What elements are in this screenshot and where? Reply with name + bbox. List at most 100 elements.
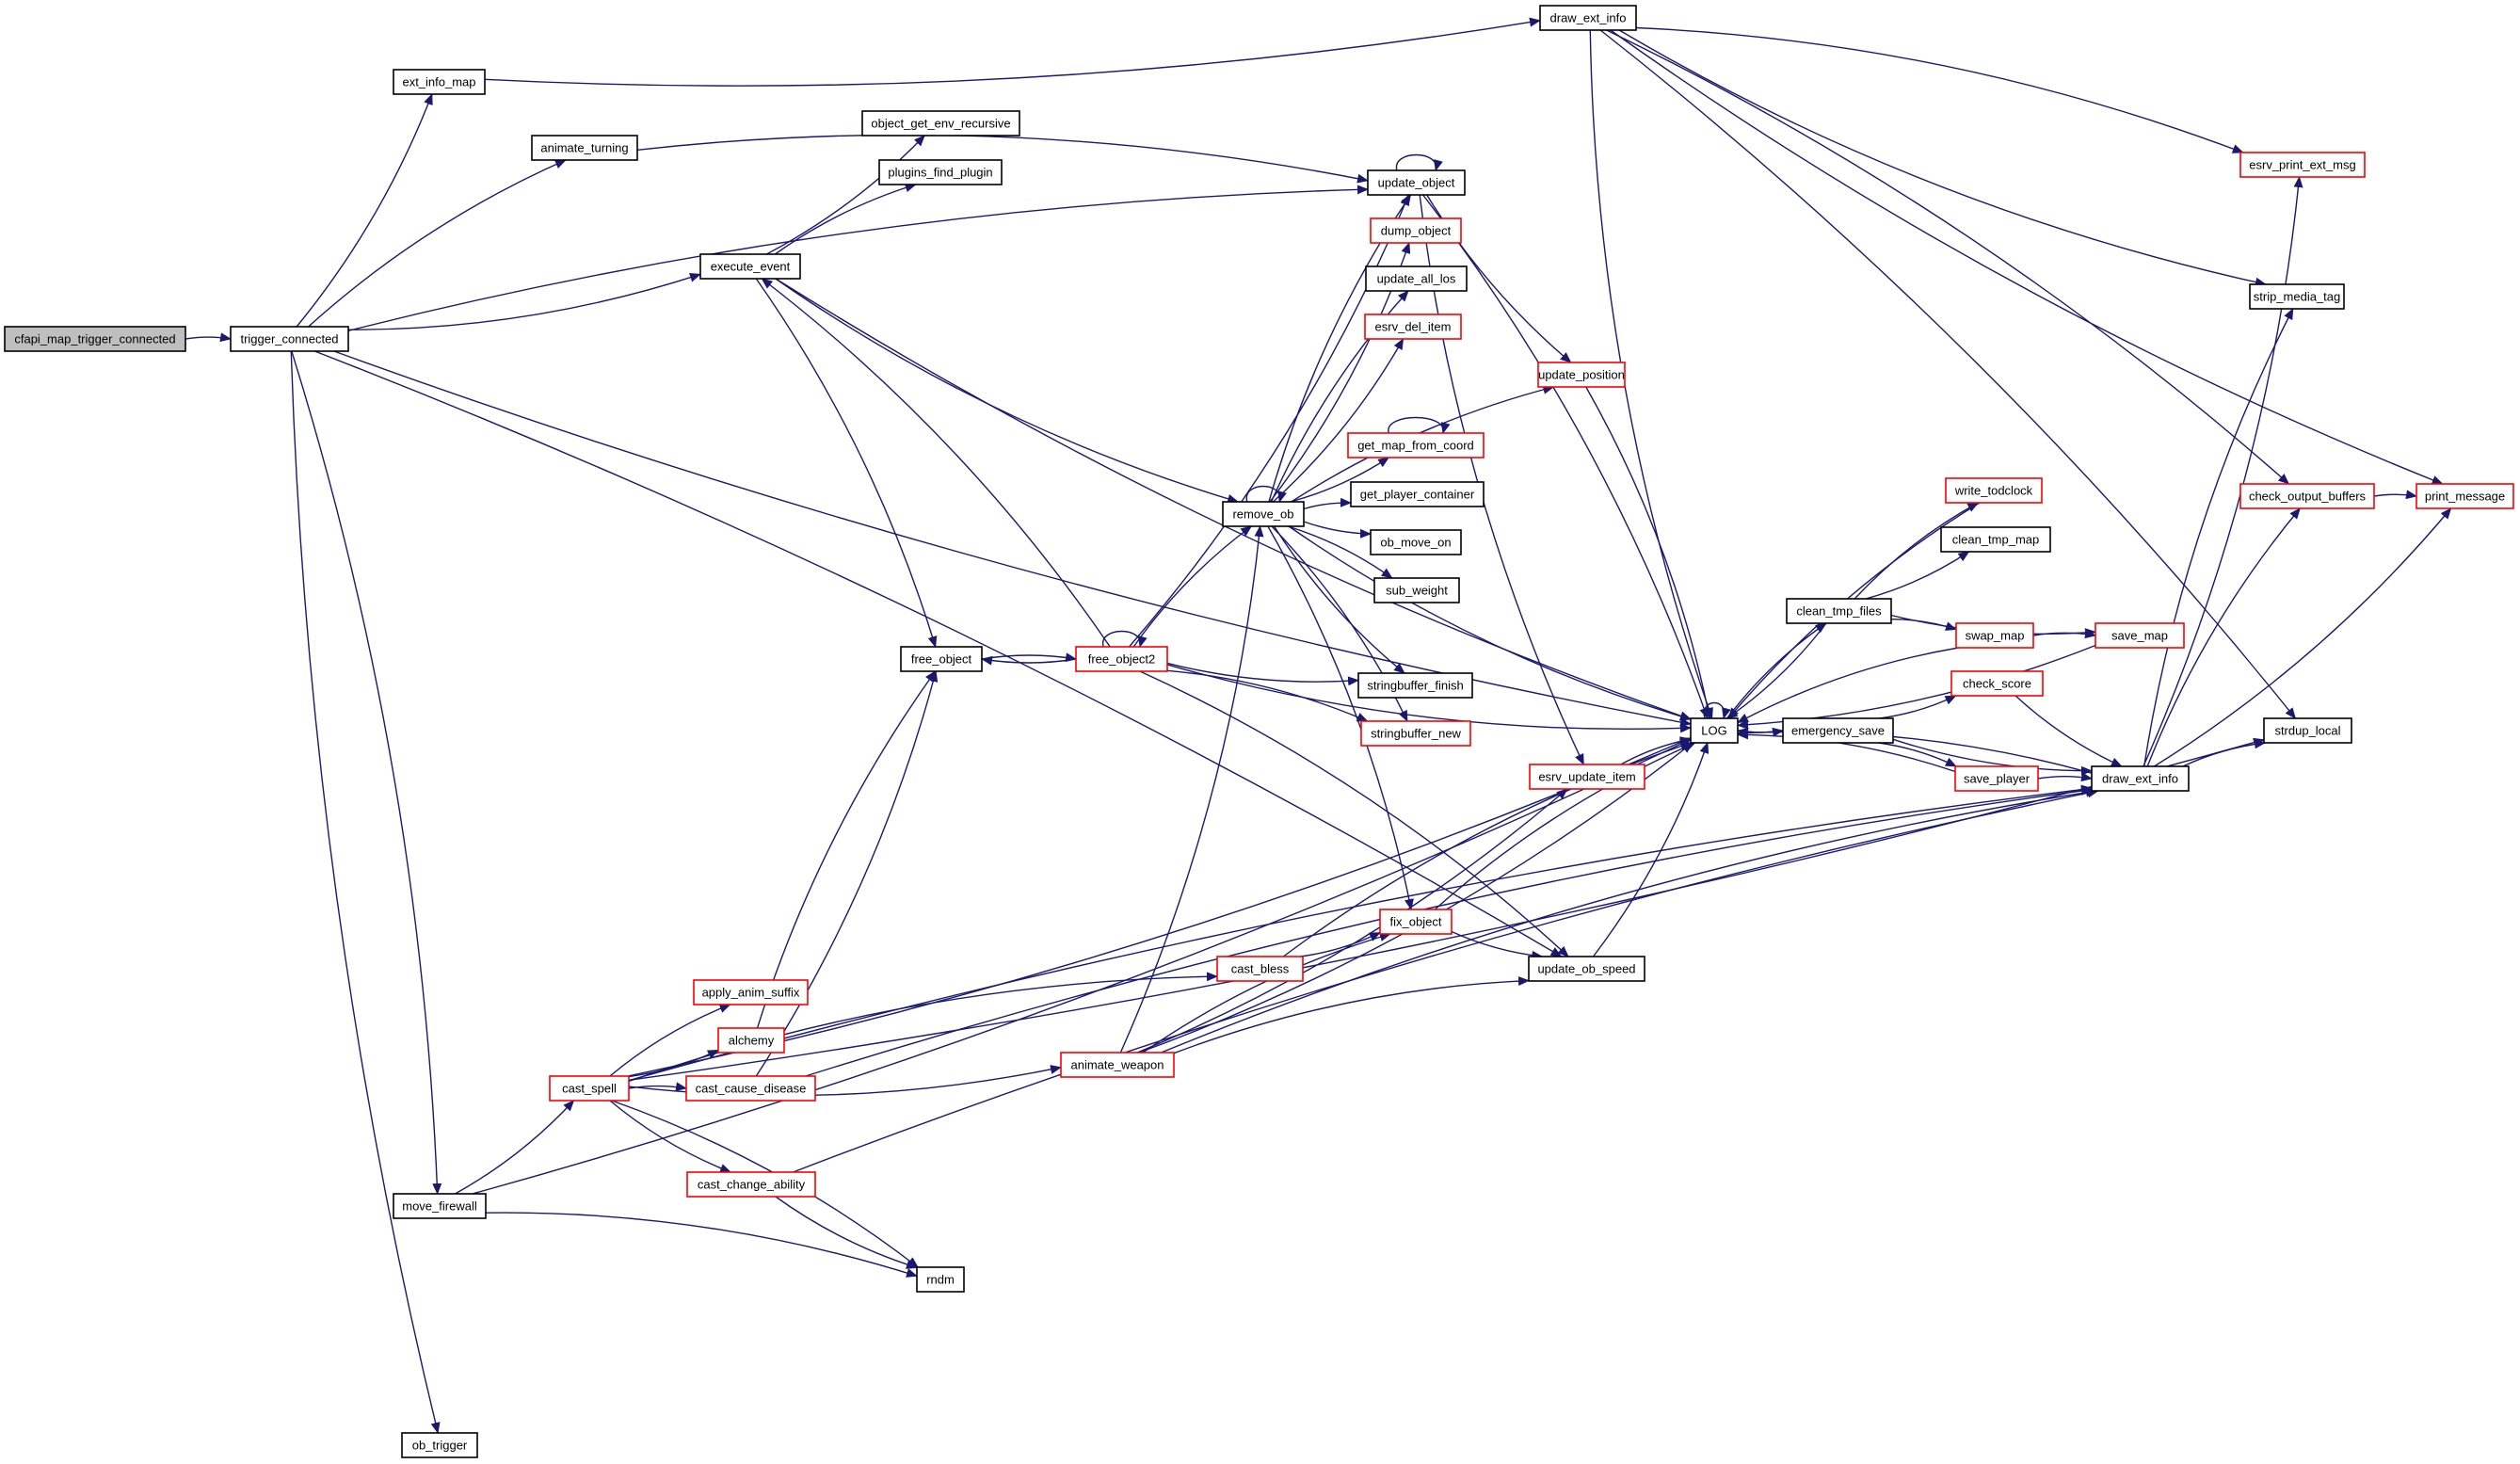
node-label: execute_event (711, 260, 791, 274)
edge-line (1388, 416, 1451, 434)
edge-line (1878, 742, 1957, 767)
edge-line (805, 786, 2093, 1077)
edge-free_object2-to-stringbuffer_finish (1166, 662, 1359, 686)
node-ext-info-map[interactable]: ext_info_map (393, 69, 486, 95)
node-box (900, 646, 983, 672)
node-alchemy[interactable]: alchemy (717, 1027, 785, 1054)
node-clean-tmp-map[interactable]: clean_tmp_map (1940, 526, 2051, 553)
node-remove-ob[interactable]: remove_ob (1222, 501, 1305, 527)
edge-free_object2-to-execute_event (761, 278, 1111, 648)
node-cast-spell[interactable]: cast_spell (549, 1075, 630, 1102)
node-animate-turning[interactable]: animate_turning (531, 135, 638, 161)
node-draw-ext-info[interactable]: draw_ext_info (2091, 765, 2190, 792)
node-animate-weapon[interactable]: animate_weapon (1060, 1052, 1175, 1078)
edge-line (347, 272, 701, 330)
node-label: get_map_from_coord (1357, 439, 1474, 453)
edge-remove_ob-to-ob_move_on (1303, 521, 1372, 539)
node-ob-trigger[interactable]: ob_trigger (401, 1432, 478, 1458)
edge-line (1892, 738, 2093, 776)
node-stringbuffer-finish[interactable]: stringbuffer_finish (1357, 672, 1473, 699)
node-execute-event[interactable]: execute_event (699, 253, 801, 280)
node-free-object2[interactable]: free_object2 (1075, 646, 1168, 672)
node-save-map[interactable]: save_map (2095, 622, 2185, 649)
node-cast-cause-disease[interactable]: cast_cause_disease (685, 1075, 816, 1102)
edge-trigger_connected-to-LOG (333, 350, 1692, 727)
edge-line (333, 350, 1692, 727)
node-strip-media-tag[interactable]: strip_media_tag (2249, 283, 2345, 310)
node-get-player-container[interactable]: get_player_container (1350, 481, 1485, 507)
node-box (1940, 526, 2051, 553)
node-write-todclock[interactable]: write_todclock (1945, 477, 2043, 504)
node-fix-object[interactable]: fix_object (1379, 909, 1453, 935)
node-label: clean_tmp_files (1796, 604, 1882, 619)
node-label: esrv_update_item (1538, 770, 1635, 784)
node-trigger-connected[interactable]: trigger_connected (230, 326, 349, 352)
edge-line (308, 159, 567, 328)
node-ob-move-on[interactable]: ob_move_on (1370, 529, 1462, 555)
node-box (2263, 717, 2352, 744)
edge-execute_event-to-LOG (775, 278, 1692, 721)
node-draw-ext-info-top[interactable]: draw_ext_info (1539, 5, 1637, 31)
edge-animate_turning-to-update_object (636, 134, 1369, 184)
node-object-get-env-recursive[interactable]: object_get_env_recursive (861, 110, 1020, 137)
node-label: esrv_print_ext_msg (2249, 158, 2355, 172)
edge-line (1434, 742, 1696, 910)
node-box (717, 1027, 785, 1054)
edge-line (291, 350, 442, 1195)
edge-trigger_connected-to-move_firewall (291, 350, 442, 1195)
node-swap-map[interactable]: swap_map (1955, 622, 2034, 649)
node-move-firewall[interactable]: move_firewall (393, 1193, 487, 1219)
node-strdup-local[interactable]: strdup_local (2263, 717, 2352, 744)
node-check-output-buffers[interactable]: check_output_buffers (2239, 483, 2375, 509)
node-update-position[interactable]: update_position (1537, 362, 1626, 388)
node-dump-object[interactable]: dump_object (1370, 217, 1462, 244)
node-label: save_player (1964, 772, 2030, 786)
node-clean-tmp-files[interactable]: clean_tmp_files (1786, 598, 1892, 624)
node-label: alchemy (729, 1034, 775, 1048)
edge-update_ob_speed-to-LOG (1592, 742, 1709, 957)
node-cast-change-ability[interactable]: cast_change_ability (686, 1171, 816, 1198)
node-update-object[interactable]: update_object (1367, 169, 1466, 196)
node-cfapi[interactable]: cfapi_map_trigger_connected (4, 326, 186, 352)
node-emergency-save[interactable]: emergency_save (1782, 717, 1894, 744)
edge-line (2143, 176, 2303, 767)
edge-swap_map-to-LOG (1737, 647, 1959, 724)
edge-move_firewall-to-cast_spell (455, 1100, 575, 1195)
node-sub-weight[interactable]: sub_weight (1373, 577, 1460, 603)
node-box (916, 1266, 965, 1293)
edge-line (290, 350, 441, 1434)
node-box (1529, 764, 1645, 790)
node-box (685, 1075, 816, 1102)
node-print-message[interactable]: print_message (2416, 483, 2514, 509)
node-esrv-print-ext-msg[interactable]: esrv_print_ext_msg (2239, 152, 2366, 178)
node-box (549, 1075, 630, 1102)
edge-line (775, 1196, 918, 1269)
node-box (1216, 956, 1304, 982)
edge-line (1585, 386, 1712, 719)
node-check-score[interactable]: check_score (1950, 670, 2044, 697)
node-free-object[interactable]: free_object (900, 646, 983, 672)
node-box (1786, 598, 1892, 624)
edge-line (1396, 153, 1443, 171)
node-plugins-find-plugin[interactable]: plugins_find_plugin (878, 159, 1003, 185)
node-stringbuffer-new[interactable]: stringbuffer_new (1360, 720, 1471, 747)
edge-remove_ob-to-sub_weight (1287, 525, 1393, 579)
node-label: check_score (1963, 677, 2031, 691)
node-get-map-from-coord[interactable]: get_map_from_coord (1347, 432, 1485, 459)
edge-LOG-to-clean_tmp_files (1726, 622, 1827, 719)
node-label: draw_ext_info (2102, 772, 2178, 786)
edge-line (1618, 29, 2267, 287)
edge-draw_ext_info-to-strip_media_tag (2143, 308, 2294, 767)
edge-free_object2-to-free_object (981, 655, 1077, 666)
edge-animate_weapon-to-fix_object (1142, 932, 1391, 1054)
node-rndm[interactable]: rndm (916, 1266, 965, 1293)
node-apply-anim-suffix[interactable]: apply_anim_suffix (693, 979, 809, 1005)
node-esrv-del-item[interactable]: esrv_del_item (1364, 314, 1462, 340)
node-update-ob-speed[interactable]: update_ob_speed (1528, 956, 1645, 982)
node-label: get_player_container (1360, 488, 1475, 502)
node-update-all-los[interactable]: update_all_los (1365, 265, 1468, 292)
node-LOG[interactable]: LOG (1690, 717, 1739, 744)
node-save-player[interactable]: save_player (1954, 765, 2039, 792)
node-esrv-update-item[interactable]: esrv_update_item (1529, 764, 1645, 790)
node-cast-bless[interactable]: cast_bless (1216, 956, 1304, 982)
